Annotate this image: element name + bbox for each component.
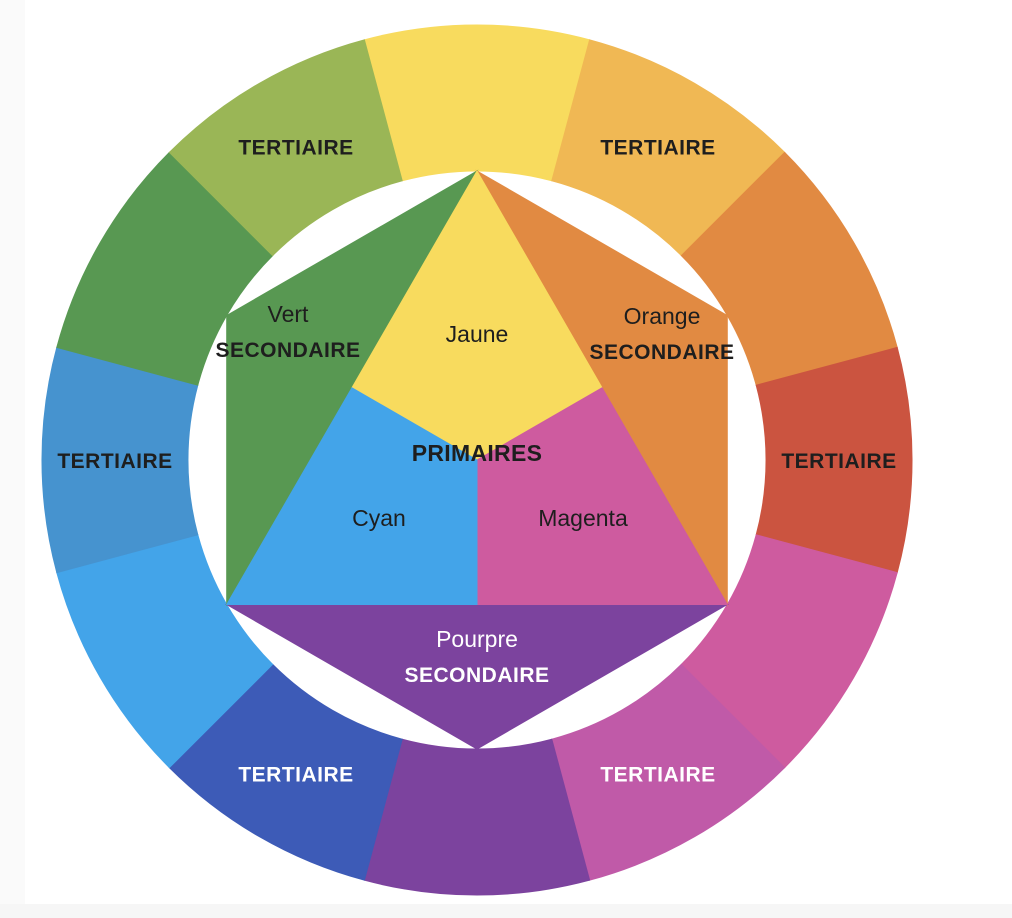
label-vert-secondaire: SECONDAIRE (215, 339, 360, 362)
label-vert: Vert (268, 301, 310, 327)
ring-label-tertiaire-jaune-orange: TERTIAIRE (600, 137, 715, 160)
primary-shape-cyan (225, 387, 478, 605)
label-pourpre: Pourpre (436, 626, 518, 652)
label-pourpre-secondaire: SECONDAIRE (404, 664, 549, 687)
ring-segment-jaune-primaire (363, 24, 591, 182)
label-cyan: Cyan (352, 505, 406, 531)
ring-label-tertiaire-jaune-vert: TERTIAIRE (238, 137, 353, 160)
page-bottom-margin (0, 904, 1012, 918)
label-orange: Orange (624, 303, 701, 329)
ring-segment-jaune-vert-tertiaire (168, 39, 403, 257)
page-left-margin (0, 0, 25, 904)
ring-label-tertiaire-bleu: TERTIAIRE (57, 450, 172, 473)
ring-label-tertiaire-rose-pourpre: TERTIAIRE (600, 764, 715, 787)
ring-label-tertiaire-rouge-orange: TERTIAIRE (781, 450, 896, 473)
label-orange-secondaire: SECONDAIRE (589, 341, 734, 364)
ring-segment-pourpre-secondaire (363, 738, 591, 896)
ring-label-tertiaire-bleu-violet: TERTIAIRE (238, 764, 353, 787)
label-jaune: Jaune (446, 321, 509, 347)
label-magenta: Magenta (538, 505, 628, 531)
label-primaires: PRIMAIRES (412, 440, 543, 466)
